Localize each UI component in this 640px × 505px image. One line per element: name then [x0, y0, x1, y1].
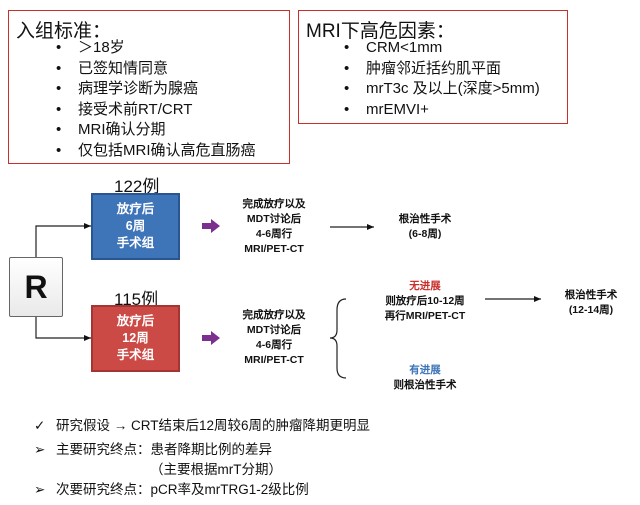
- primary-endpoint-subnote: （主要根据mrT分期）: [150, 462, 282, 477]
- arm1-outcome-line: 根治性手术: [398, 213, 452, 225]
- arm2-outcome-line: 根治性手术: [564, 289, 618, 301]
- secondary-endpoint-note: ➢ 次要研究终点：pCR率及mrTRG1-2级比例: [34, 478, 309, 498]
- arm2-count: 115例: [114, 290, 159, 309]
- arm1-count: 122例: [114, 177, 160, 196]
- arm2-box-line: 手术组: [116, 348, 155, 362]
- arm1-outcome-text: 根治性手术 (6-8周): [380, 212, 470, 242]
- arm2-step-text: 完成放疗以及 MDT讨论后 4-6周行 MRI/PET-CT: [224, 308, 324, 368]
- inclusion-item: 仅包括MRI确认高危直肠癌: [56, 141, 256, 162]
- arrow-bullet-icon: ➢: [34, 482, 46, 497]
- no-progress-label: 无进展: [409, 280, 441, 292]
- inclusion-item: 接受术前RT/CRT: [56, 100, 256, 121]
- arm1-step-line: MRI/PET-CT: [244, 243, 304, 255]
- r-to-arm1-line: [35, 223, 91, 257]
- arm2-branch-brace: [329, 298, 347, 379]
- randomization-box: R: [9, 257, 63, 317]
- arm1-purple-arrow-icon: [202, 219, 220, 233]
- arm1-step-line: MDT讨论后: [246, 213, 302, 225]
- arm2-box-line: 放疗后: [116, 314, 155, 328]
- no-progress-line: 则放疗后10-12周: [385, 295, 465, 307]
- inclusion-criteria-title: 入组标准：: [16, 21, 112, 42]
- arm1-step-line: 完成放疗以及: [242, 198, 306, 210]
- hypothesis-note: ✓ 研究假设 → CRT结束后12周较6周的肿瘤降期更明显: [34, 414, 370, 434]
- arm2-box: 放疗后 12周 手术组: [91, 305, 180, 372]
- inclusion-item: 病理学诊断为腺癌: [56, 79, 256, 100]
- arm2-no-progress-block: 无进展 则放疗后10-12周 再行MRI/PET-CT: [360, 279, 490, 324]
- arm1-box: 放疗后 6周 手术组: [91, 193, 180, 260]
- mri-risk-list: CRM<1mm 肿瘤邻近括约肌平面 mrT3c 及以上(深度>5mm) mrEM…: [344, 38, 540, 120]
- inclusion-item: MRI确认分期: [56, 120, 256, 141]
- progress-line: 则根治性手术: [393, 379, 457, 391]
- arm2-box-line: 12周: [122, 331, 149, 345]
- mri-risk-title: MRI下高危因素：: [306, 21, 455, 42]
- primary-endpoint-note: ➢ 主要研究终点：患者降期比例的差异: [34, 438, 272, 458]
- arm2-step-line: MRI/PET-CT: [244, 354, 304, 366]
- arm1-step-line: 4-6周行: [255, 228, 293, 240]
- arm1-outcome-line: (6-8周): [408, 228, 442, 240]
- inclusion-criteria-list: ＞18岁 已签知情同意 病理学诊断为腺癌 接受术前RT/CRT MRI确认分期 …: [56, 38, 256, 161]
- no-progress-line: 再行MRI/PET-CT: [384, 310, 466, 322]
- risk-item: 肿瘤邻近括约肌平面: [344, 59, 540, 80]
- arm2-step-line: 完成放疗以及: [242, 309, 306, 321]
- inclusion-item: ＞18岁: [56, 38, 256, 59]
- primary-endpoint-text: 主要研究终点：患者降期比例的差异: [56, 442, 272, 457]
- arm2-progress-block: 有进展 则根治性手术: [370, 363, 480, 393]
- arm2-step-line: 4-6周行: [255, 339, 293, 351]
- arm2-step-line: MDT讨论后: [246, 324, 302, 336]
- arm1-box-line: 放疗后: [116, 202, 155, 216]
- hypothesis-text: 研究假设 → CRT结束后12周较6周的肿瘤降期更明显: [56, 418, 371, 433]
- secondary-endpoint-text: 次要研究终点：pCR率及mrTRG1-2级比例: [56, 482, 309, 497]
- r-to-arm2-line: [35, 317, 91, 341]
- arm1-box-line: 6周: [125, 219, 146, 233]
- risk-item: CRM<1mm: [344, 38, 540, 59]
- arm1-step-text: 完成放疗以及 MDT讨论后 4-6周行 MRI/PET-CT: [224, 197, 324, 257]
- progress-label: 有进展: [409, 364, 441, 376]
- arm2-outcome-line: (12-14周): [568, 304, 614, 316]
- arrow-bullet-icon: ➢: [34, 442, 46, 457]
- risk-item: mrEMVI+: [344, 100, 540, 121]
- arm2-purple-arrow-icon: [202, 331, 220, 345]
- inclusion-item: 已签知情同意: [56, 59, 256, 80]
- arm1-box-line: 手术组: [116, 236, 155, 250]
- checkmark-icon: ✓: [34, 418, 46, 433]
- risk-item: mrT3c 及以上(深度>5mm): [344, 79, 540, 100]
- arm2-outcome-text: 根治性手术 (12-14周): [546, 288, 636, 318]
